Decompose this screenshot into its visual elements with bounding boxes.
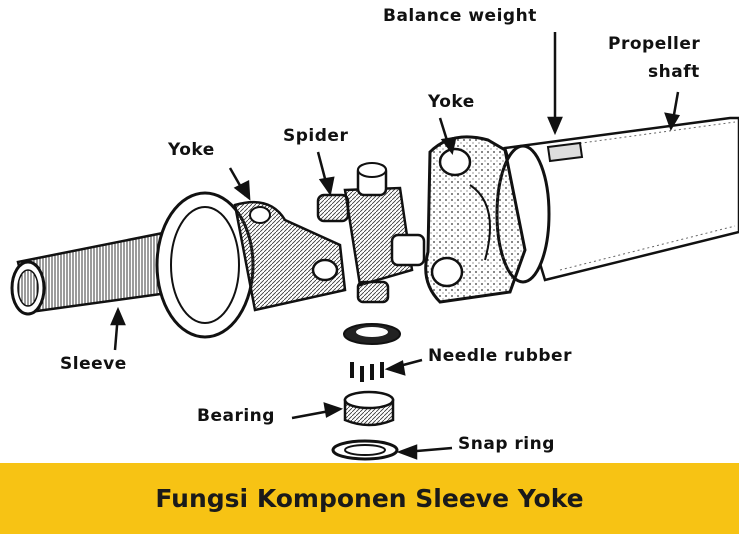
needles [350, 362, 384, 382]
footer-title: Fungsi Komponen Sleeve Yoke [155, 484, 584, 513]
label-bearing: Bearing [197, 406, 275, 426]
spider [316, 162, 426, 304]
label-propeller: Propeller [608, 34, 701, 54]
label-needle-rubber: Needle rubber [428, 346, 572, 366]
leader-lines [110, 32, 680, 460]
label-snap-ring: Snap ring [458, 434, 555, 454]
label-yoke-right: Yoke [428, 92, 475, 112]
needle-rubber [343, 323, 401, 345]
bearing [343, 390, 395, 427]
yoke-left [155, 191, 347, 339]
snap-ring [331, 439, 399, 461]
propeller-shaft [495, 116, 739, 284]
universal-joint-diagram [10, 32, 739, 461]
label-sleeve: Sleeve [60, 354, 127, 374]
label-balance-weight: Balance weight [383, 6, 537, 26]
footer-band: Fungsi Komponen Sleeve Yoke [0, 463, 739, 534]
label-shaft: shaft [648, 62, 700, 82]
label-yoke-left: Yoke [168, 140, 215, 160]
yoke-right [424, 135, 527, 304]
label-spider: Spider [283, 126, 349, 146]
